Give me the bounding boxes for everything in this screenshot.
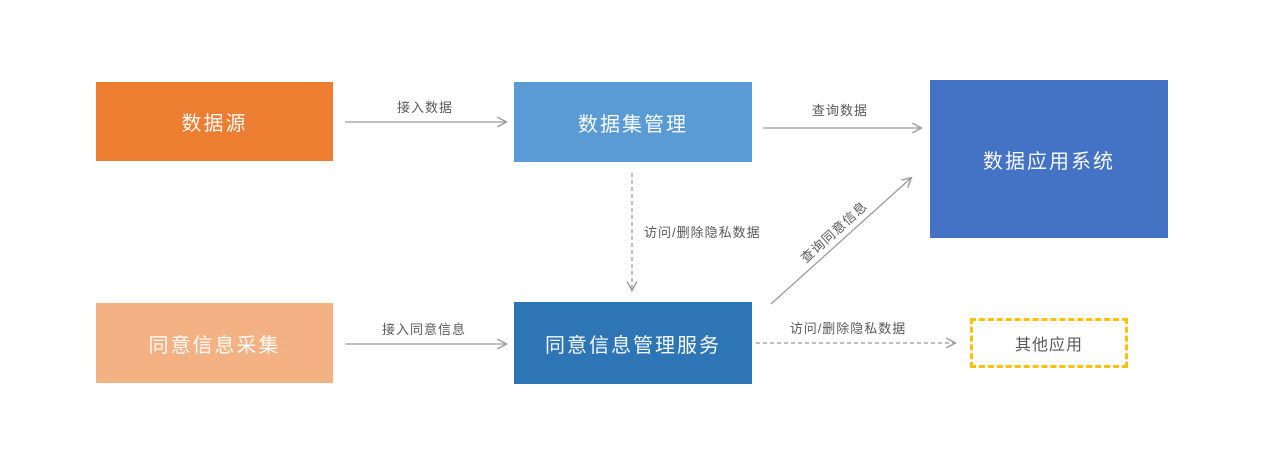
edge-label-access-delete-private-data-down: 访问/删除隐私数据 — [644, 225, 761, 240]
node-consent-info-management-service-label: 同意信息管理服务 — [545, 334, 721, 357]
node-data-source-label: 数据源 — [181, 113, 248, 135]
node-data-application-system-label: 数据应用系统 — [983, 150, 1115, 173]
node-dataset-management-label: 数据集管理 — [578, 113, 688, 136]
node-consent-info-collection-label: 同意信息采集 — [148, 334, 281, 357]
node-data-application-system: 数据应用系统 — [930, 80, 1168, 238]
node-other-applications: 其他应用 — [970, 318, 1128, 368]
node-consent-info-collection: 同意信息采集 — [96, 303, 333, 383]
node-dataset-management: 数据集管理 — [514, 82, 752, 162]
edge-label-access-delete-private-data-right: 访问/删除隐私数据 — [789, 321, 907, 336]
edge-query-consent-info-diagonal — [770, 176, 913, 305]
edge-label-access-data: 接入数据 — [396, 100, 454, 115]
node-data-source: 数据源 — [96, 82, 333, 161]
node-consent-info-management-service: 同意信息管理服务 — [514, 302, 752, 384]
edge-label-access-consent-info: 接入同意信息 — [381, 322, 467, 337]
edge-label-query-data: 查询数据 — [811, 103, 869, 118]
edge-label-query-consent-info: 查询同意信息 — [797, 198, 871, 266]
node-other-applications-label: 其他应用 — [1014, 337, 1083, 354]
